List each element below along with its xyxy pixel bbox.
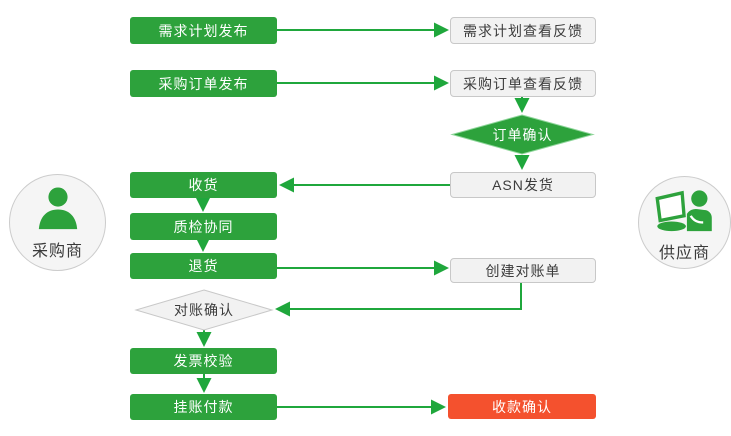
person-icon (35, 186, 81, 232)
order-confirm-diamond (450, 114, 595, 155)
node-invoice-check: 发票校验 (130, 348, 277, 374)
node-create-statement: 创建对账单 (450, 258, 596, 283)
node-receive-goods: 收货 (130, 172, 277, 198)
node-statement-confirm-label: 对账确认 (174, 302, 234, 318)
node-po-feedback: 采购订单查看反馈 (450, 70, 596, 97)
edge-create-statement-to-statement-confirm (275, 283, 522, 317)
node-quality-collab: 质检协同 (130, 213, 277, 240)
supplier-actor: 供应商 (638, 176, 731, 269)
node-payment: 挂账付款 (130, 394, 277, 420)
node-po-publish: 采购订单发布 (130, 70, 277, 97)
buyer-label: 采购商 (31, 243, 83, 260)
buyer-actor: 采购商 (9, 174, 106, 271)
node-demand-plan-feedback: 需求计划查看反馈 (450, 17, 596, 44)
statement-confirm-diamond (134, 289, 274, 331)
supplier-label: 供应商 (658, 245, 710, 262)
node-order-confirm-label: 订单确认 (492, 126, 553, 143)
node-demand-plan-publish: 需求计划发布 (130, 17, 277, 44)
node-return-goods: 退货 (130, 253, 277, 279)
node-receipt-confirm: 收款确认 (448, 394, 596, 419)
person-laptop-icon (654, 188, 715, 234)
node-asn-ship: ASN发货 (450, 172, 596, 198)
